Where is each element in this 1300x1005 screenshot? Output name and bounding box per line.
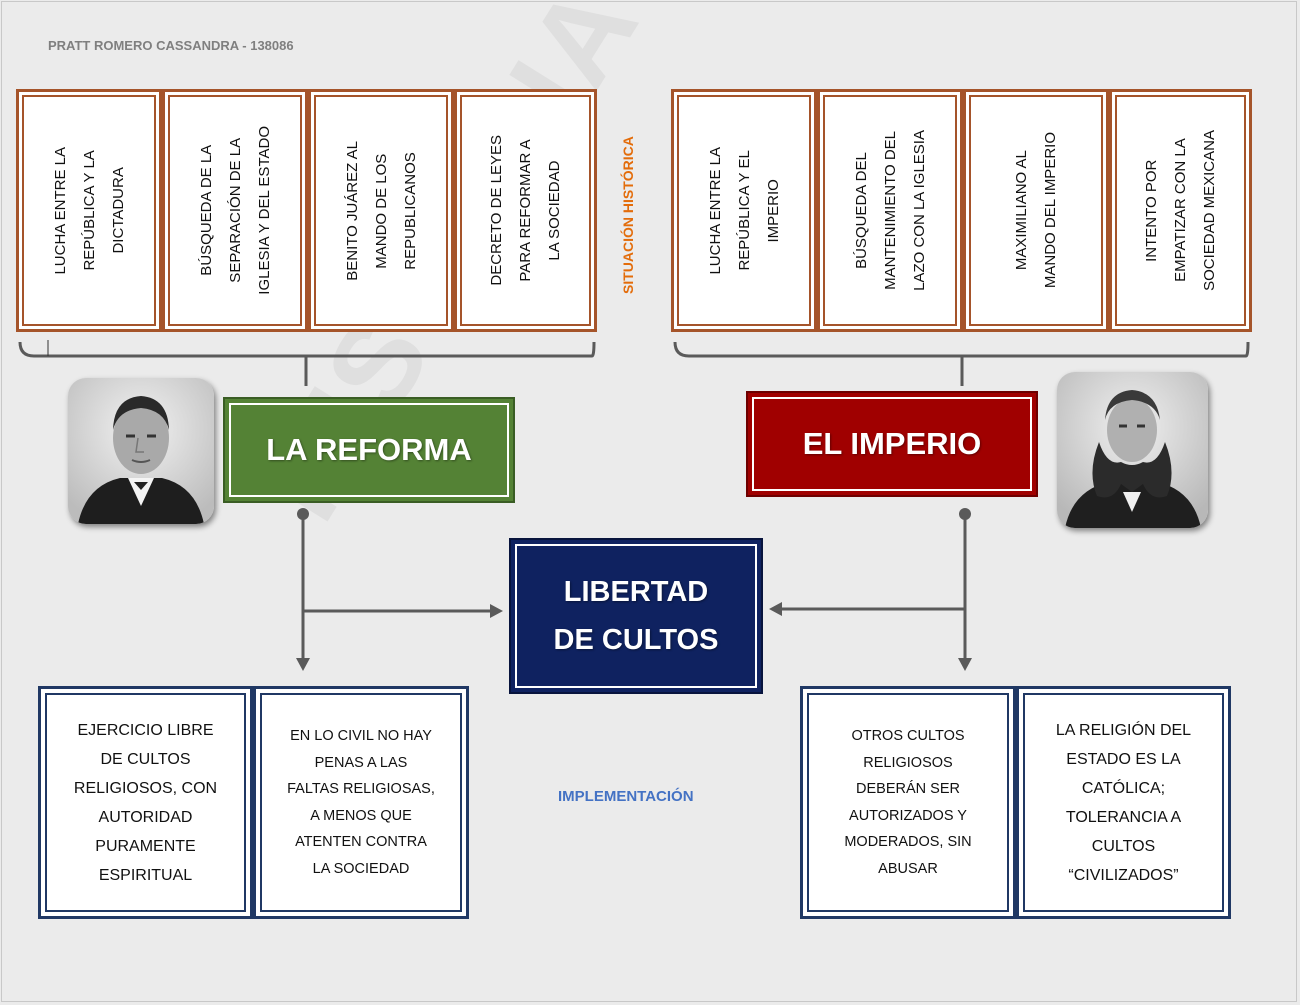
- reforma-situation-text-1: LUCHA ENTRE LA REPÚBLICA Y LA DICTADURA: [51, 146, 127, 275]
- imperio-situation-box-3: MAXIMILIANO AL MANDO DEL IMPERIO: [963, 89, 1109, 332]
- reforma-down-arrowhead: [296, 658, 310, 671]
- implementacion-label: IMPLEMENTACIÓN: [558, 788, 694, 805]
- imperio-connector-dot: [959, 508, 971, 520]
- reforma-situation-box-3: BENITO JUÁREZ AL MANDO DE LOS REPUBLICAN…: [308, 89, 454, 332]
- imperio-implementation-box-1: OTROS CULTOS RELIGIOSOS DEBERÁN SER AUTO…: [800, 686, 1016, 919]
- situacion-historica-label: SITUACIÓN HISTÓRICA: [620, 136, 636, 294]
- imperio-center-arrowhead: [769, 602, 782, 616]
- la-reforma-title: LA REFORMA: [266, 432, 472, 467]
- imperio-situation-text-2: BÚSQUEDA DEL MANTENIMIENTO DEL LAZO CON …: [852, 130, 928, 291]
- reforma-situation-text-4: DECRETO DE LEYES PARA REFORMAR A LA SOCI…: [488, 135, 563, 286]
- reforma-connector-dot: [297, 508, 309, 520]
- imperio-situation-box-1: LUCHA ENTRE LA REPÚBLICA Y EL IMPERIO: [671, 89, 817, 332]
- imperio-situation-box-4: INTENTO POR EMPATIZAR CON LA SOCIEDAD ME…: [1109, 89, 1252, 332]
- reforma-center-arrowhead: [490, 604, 503, 618]
- reforma-implementation-text-2: EN LO CIVIL NO HAY PENAS A LAS FALTAS RE…: [287, 728, 435, 877]
- imperio-situation-text-3: MAXIMILIANO AL MANDO DEL IMPERIO: [1013, 132, 1059, 289]
- imperio-situation-text-4: INTENTO POR EMPATIZAR CON LA SOCIEDAD ME…: [1143, 130, 1218, 291]
- imperio-implementation-text-1: OTROS CULTOS RELIGIOSOS DEBERÁN SER AUTO…: [844, 728, 972, 877]
- reforma-situation-text-2: BÚSQUEDA DE LA SEPARACIÓN DE LA IGLESIA …: [197, 126, 273, 295]
- imperio-situation-text-1: LUCHA ENTRE LA REPÚBLICA Y EL IMPERIO: [706, 146, 782, 275]
- el-imperio-title-box: EL IMPERIO: [746, 391, 1038, 497]
- reforma-implementation-box-2: EN LO CIVIL NO HAY PENAS A LAS FALTAS RE…: [253, 686, 469, 919]
- imperio-implementation-box-2: LA RELIGIÓN DEL ESTADO ES LA CATÓLICA; T…: [1016, 686, 1231, 919]
- center-title-line-2: DE CULTOS: [553, 624, 719, 656]
- reforma-bracket: [18, 341, 596, 358]
- center-title-line-1: LIBERTAD: [563, 576, 709, 608]
- la-reforma-title-box: LA REFORMA: [223, 397, 515, 503]
- reforma-situation-box-4: DECRETO DE LEYES PARA REFORMAR A LA SOCI…: [454, 89, 597, 332]
- reforma-situation-box-1: LUCHA ENTRE LA REPÚBLICA Y LA DICTADURA: [16, 89, 162, 332]
- author-label: PRATT ROMERO CASSANDRA - 138086: [48, 38, 294, 53]
- imperio-situation-box-2: BÚSQUEDA DEL MANTENIMIENTO DEL LAZO CON …: [817, 89, 963, 332]
- imperio-bracket: [673, 341, 1250, 358]
- maximiliano-portrait: [1057, 372, 1208, 528]
- el-imperio-title: EL IMPERIO: [802, 426, 982, 461]
- reforma-situation-text-3: BENITO JUÁREZ AL MANDO DE LOS REPUBLICAN…: [343, 140, 419, 281]
- libertad-de-cultos-box: LIBERTAD DE CULTOS: [509, 538, 763, 694]
- benito-juarez-portrait: [68, 378, 214, 524]
- imperio-down-arrowhead: [958, 658, 972, 671]
- imperio-implementation-text-2: LA RELIGIÓN DEL ESTADO ES LA CATÓLICA; T…: [1055, 721, 1192, 884]
- reforma-situation-box-2: BÚSQUEDA DE LA SEPARACIÓN DE LA IGLESIA …: [162, 89, 308, 332]
- reforma-implementation-box-1: EJERCICIO LIBRE DE CULTOS RELIGIOSOS, CO…: [38, 686, 253, 919]
- reforma-implementation-text-1: EJERCICIO LIBRE DE CULTOS RELIGIOSOS, CO…: [73, 721, 218, 884]
